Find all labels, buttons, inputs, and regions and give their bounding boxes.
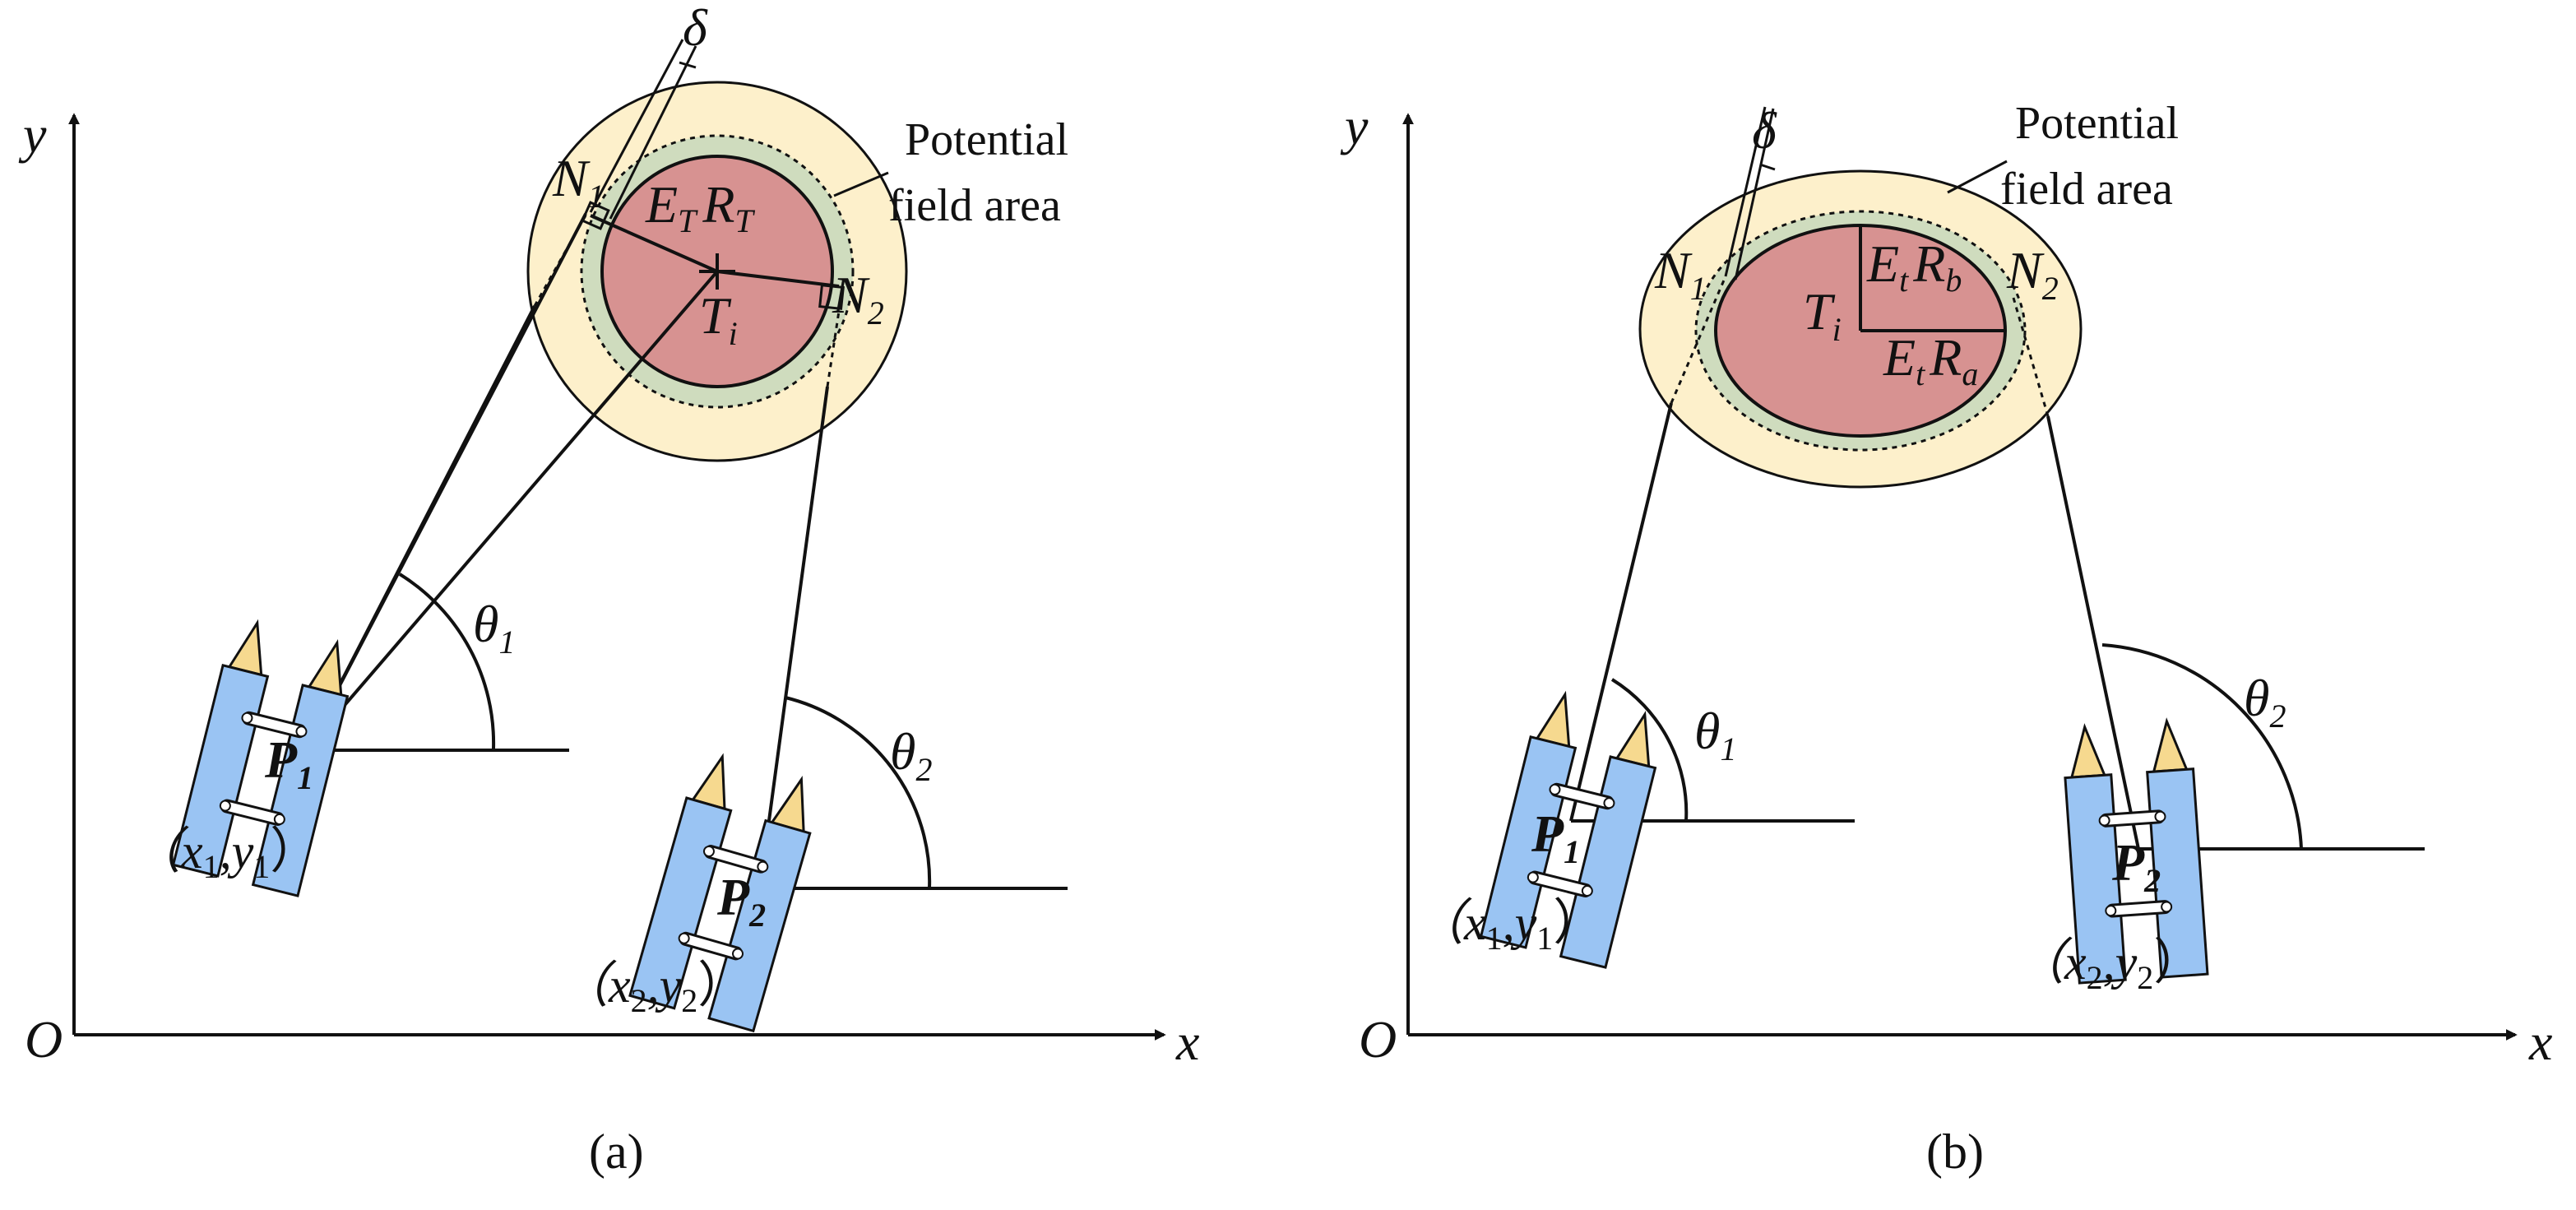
panel-a-p1-label: P1 xyxy=(264,730,313,796)
panel-a-dotted-p1 xyxy=(533,215,587,307)
panel-a-sight-p1-ti xyxy=(304,270,719,752)
panel-b-ti-label: Ti xyxy=(1803,282,1842,348)
panel-a-y-label: y xyxy=(18,105,47,164)
panel-b-theta1-arc xyxy=(1610,678,1689,822)
panel-b-delta-line-1 xyxy=(1724,106,1767,277)
panel-a-delta-line-1 xyxy=(589,39,684,213)
panel-a-ti-label: Ti xyxy=(699,286,738,352)
panel-b-dotted-p1 xyxy=(1670,276,1727,404)
panel-a: O x y δ xyxy=(18,0,1199,1179)
panel-a-potential-label-1: Potential xyxy=(905,114,1068,165)
panel-a-tangent-p1-outer xyxy=(304,213,587,751)
panel-a-coord1-label: （x1,y1） xyxy=(132,824,319,885)
panel-b-origin-label: O xyxy=(1359,1010,1397,1069)
panel-b-tangent-p2 xyxy=(2046,415,2140,850)
panel-b-ra-label: EtRa xyxy=(1883,328,1978,392)
panel-b-dotted-p2 xyxy=(2012,297,2050,417)
panel-b: O x y δ N1 N2 xyxy=(1340,97,2552,1179)
panel-b-caption: (b) xyxy=(1926,1124,1984,1179)
panel-b-dotted-boundary xyxy=(1694,210,2027,452)
panel-b-n2-label: N2 xyxy=(2006,241,2059,307)
panel-b-x-label: x xyxy=(2528,1013,2552,1071)
panel-a-tangent-p2-n2 xyxy=(759,386,829,883)
panel-a-radius-n2 xyxy=(716,270,840,288)
panel-b-theta2-arc xyxy=(2101,643,2303,850)
panel-a-origin-label: O xyxy=(25,1010,63,1069)
panel-b-potential-leader xyxy=(1947,160,2008,194)
panel-a-radius-n1 xyxy=(590,214,718,273)
panel-a-theta1-arc xyxy=(398,573,496,749)
panel-a-potential-leader xyxy=(833,171,889,197)
panel-a-theta2-label: θ2 xyxy=(890,722,932,788)
panel-a-dotted-p2 xyxy=(826,289,844,387)
panel-a-x-label: x xyxy=(1175,1013,1199,1071)
panel-a-delta-line-2 xyxy=(609,45,697,220)
panel-b-n1-label: N1 xyxy=(1654,241,1707,307)
panel-a-delta-label: δ xyxy=(683,0,708,57)
panel-b-y-label: y xyxy=(1340,97,1369,155)
panel-a-dotted-boundary xyxy=(580,134,855,409)
panel-b-p1-label: P1 xyxy=(1531,804,1580,870)
panel-b-p2-label: P2 xyxy=(2111,833,2161,899)
panel-b-delta-label: δ xyxy=(1752,101,1777,160)
panel-b-coord2-label: （x2,y2） xyxy=(2015,935,2203,996)
panel-a-coord2-label: （x2,y2） xyxy=(559,958,747,1019)
panel-a-theta1-label: θ1 xyxy=(473,595,515,661)
panel-b-tangent-p1 xyxy=(1569,402,1673,822)
panel-a-right-angle-n1 xyxy=(581,201,610,230)
panel-b-theta1-label: θ1 xyxy=(1694,702,1736,767)
panel-b-theta2-label: θ2 xyxy=(2244,669,2286,735)
panel-a-n2-label: N2 xyxy=(832,266,884,331)
panel-b-delta-line-2 xyxy=(1734,108,1775,280)
panel-b-delta-arrow xyxy=(1759,163,1776,171)
panel-a-caption: (a) xyxy=(589,1124,644,1179)
panel-a-potential-label-2: field area xyxy=(888,180,1061,231)
panel-b-potential-label-2: field area xyxy=(2000,164,2173,215)
panel-a-p2-label: P2 xyxy=(716,868,766,934)
panel-b-coord1-label: （x1,y1） xyxy=(1415,896,1602,957)
panel-a-n1-label: N1 xyxy=(552,149,605,215)
panel-a-theta2-arc xyxy=(785,696,932,889)
panel-a-delta-arrow xyxy=(679,61,697,69)
panel-b-rb-label: EtRb xyxy=(1866,234,1962,299)
panel-b-potential-label-1: Potential xyxy=(2015,98,2179,149)
